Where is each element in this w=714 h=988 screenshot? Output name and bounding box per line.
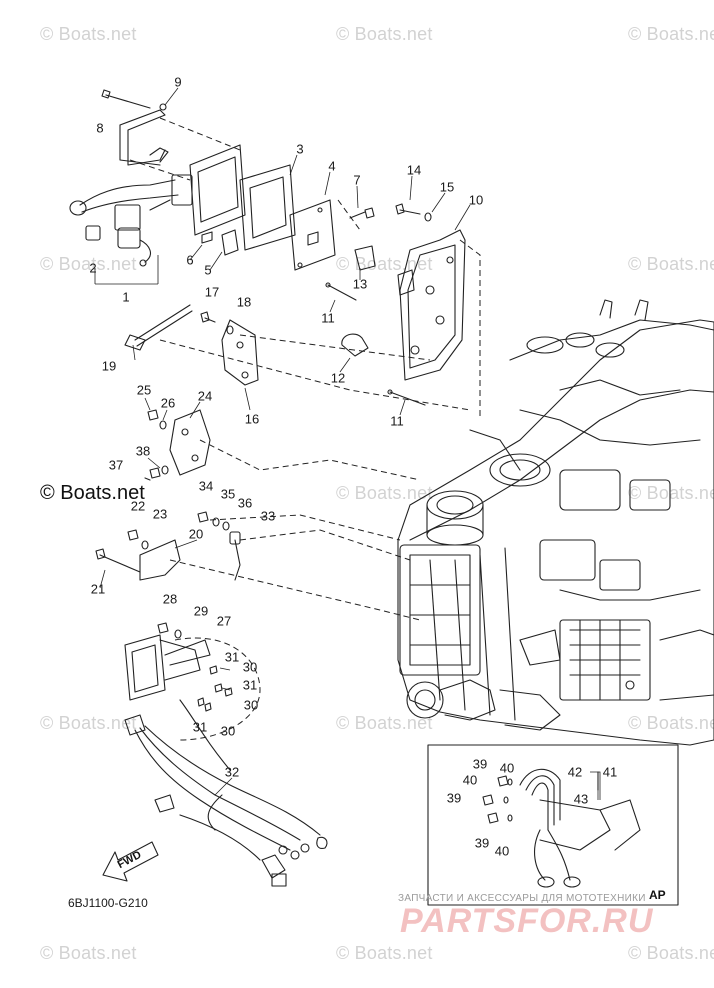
callout-1: 1: [122, 289, 130, 305]
watermark-center: © Boats.net: [336, 483, 433, 503]
watermark-mid-left: © Boats.net: [40, 254, 137, 274]
callout-43: 43: [573, 791, 589, 807]
callout-7: 7: [353, 172, 361, 188]
callout-36: 36: [237, 495, 253, 511]
callout-37: 37: [108, 457, 124, 473]
callout-15: 15: [439, 179, 455, 195]
callout-38: 38: [135, 443, 151, 459]
item-24-bracket: [169, 409, 211, 476]
callout-30b: 30: [243, 697, 259, 713]
fwd-arrow: [102, 841, 159, 882]
copyright-main: © Boats.net: [40, 482, 145, 504]
callout-29: 29: [193, 603, 209, 619]
callout-10: 10: [468, 192, 484, 208]
item-10-bracket: [397, 229, 466, 381]
watermark-bottom-center: © Boats.net: [336, 943, 433, 963]
callout-30c: 30: [220, 723, 236, 739]
watermark-center-right: © Boats.net: [628, 483, 714, 503]
callout-41: 41: [602, 764, 618, 780]
inset-label: AP: [649, 888, 666, 902]
engine-block: [397, 299, 714, 746]
callout-9: 9: [174, 74, 182, 90]
item-1-harness: [69, 174, 193, 267]
callout-8: 8: [96, 120, 104, 136]
callout-28: 28: [162, 591, 178, 607]
callout-16: 16: [244, 411, 260, 427]
callout-33: 33: [260, 508, 276, 524]
item-4-bracket: [289, 199, 336, 271]
watermark-bottom-right: © Boats.net: [628, 943, 714, 963]
callout-23: 23: [152, 506, 168, 522]
callout-4: 4: [328, 158, 336, 174]
callout-39b: 39: [446, 790, 462, 806]
callout-35: 35: [220, 486, 236, 502]
callout-39a: 39: [472, 756, 488, 772]
callout-31b: 31: [242, 677, 258, 693]
callout-5: 5: [204, 262, 212, 278]
diagram-code: 6BJ1100-G210: [68, 896, 148, 910]
callout-11b: 11: [390, 413, 404, 429]
callout-30a: 30: [242, 659, 258, 675]
callout-26: 26: [160, 395, 176, 411]
callout-21: 21: [90, 581, 106, 597]
callout-20: 20: [188, 526, 204, 542]
callout-40b: 40: [462, 772, 478, 788]
watermark-mid-right: © Boats.net: [628, 254, 714, 274]
callout-25: 25: [136, 382, 152, 398]
inset-frame: [427, 744, 679, 906]
callout-40c: 40: [494, 843, 510, 859]
callout-39c: 39: [474, 835, 490, 851]
callout-22: 22: [130, 498, 146, 514]
callout-3: 3: [296, 141, 304, 157]
callout-14: 14: [406, 162, 422, 178]
callout-24: 24: [197, 388, 213, 404]
callout-6: 6: [186, 252, 194, 268]
callout-32: 32: [224, 764, 240, 780]
watermark-low-left: © Boats.net: [40, 713, 137, 733]
callout-31a: 31: [224, 649, 240, 665]
watermark-bottom-left: © Boats.net: [40, 943, 137, 963]
callout-18: 18: [236, 294, 252, 310]
callout-40a: 40: [499, 760, 515, 776]
watermark-top-left: © Boats.net: [40, 24, 137, 44]
item-27-rectifier: [124, 634, 211, 701]
callout-19: 19: [101, 358, 117, 374]
watermark-low-right: © Boats.net: [628, 713, 714, 733]
callout-2: 2: [89, 260, 97, 276]
watermark-top-right: © Boats.net: [628, 24, 714, 44]
item-9-bracket: [101, 89, 169, 166]
item-32-harness: [124, 699, 328, 887]
callout-42: 42: [567, 764, 583, 780]
callout-17: 17: [204, 284, 220, 300]
watermark-top-center: © Boats.net: [336, 24, 433, 44]
item-16-bracket: [221, 319, 259, 386]
item-3-plate: [189, 144, 296, 251]
shop-logo: PARTSFOR.RU: [400, 902, 654, 940]
inset-harness: [482, 768, 641, 888]
callout-12: 12: [330, 370, 346, 386]
watermark-low-center: © Boats.net: [336, 713, 433, 733]
callout-13: 13: [352, 276, 368, 292]
callout-31c: 31: [192, 719, 208, 735]
callout-27: 27: [216, 613, 232, 629]
callout-11: 11: [321, 310, 335, 326]
shop-tagline: ЗАПЧАСТИ И АКСЕССУАРЫ ДЛЯ МОТОТЕХНИКИ: [398, 893, 646, 904]
callout-34: 34: [198, 478, 214, 494]
